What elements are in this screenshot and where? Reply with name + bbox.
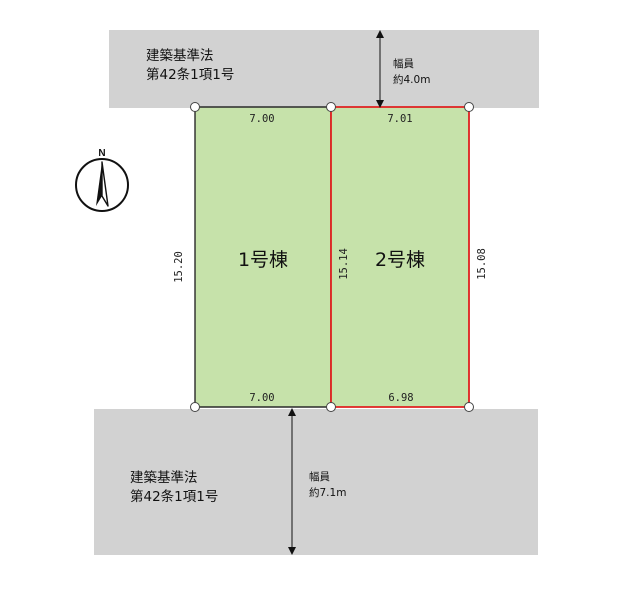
lot-2-bottom-dimension: 6.98 — [388, 392, 413, 404]
corner-marker — [190, 402, 200, 412]
road-top-law-label: 建築基準法 第42条1項1号 — [146, 48, 235, 83]
lot-2-right-dimension: 15.08 — [476, 248, 488, 280]
north-letter: N — [98, 148, 105, 159]
corner-marker — [464, 102, 474, 112]
road-top-width-label: 幅員 約4.0m — [393, 58, 431, 86]
road-bottom-width-label: 幅員 約7.1m — [309, 471, 347, 499]
north-arrow-icon: N — [75, 148, 129, 212]
road-top — [109, 30, 539, 108]
lot-1-top-dimension: 7.00 — [249, 113, 274, 125]
corner-marker — [326, 402, 336, 412]
corner-marker — [190, 102, 200, 112]
lot-1-left-dimension: 15.20 — [173, 251, 185, 283]
lot-2-name: 2号棟 — [375, 249, 425, 271]
corner-marker — [464, 402, 474, 412]
road-bottom-law-label: 建築基準法 第42条1項1号 — [130, 470, 219, 505]
corner-marker — [326, 102, 336, 112]
lot-2-top-dimension: 7.01 — [387, 113, 412, 125]
lot-1-bottom-dimension: 7.00 — [249, 392, 274, 404]
lot-1-name: 1号棟 — [238, 249, 288, 271]
lot-2-left-dimension: 15.14 — [338, 248, 350, 280]
road-bottom — [94, 409, 538, 555]
